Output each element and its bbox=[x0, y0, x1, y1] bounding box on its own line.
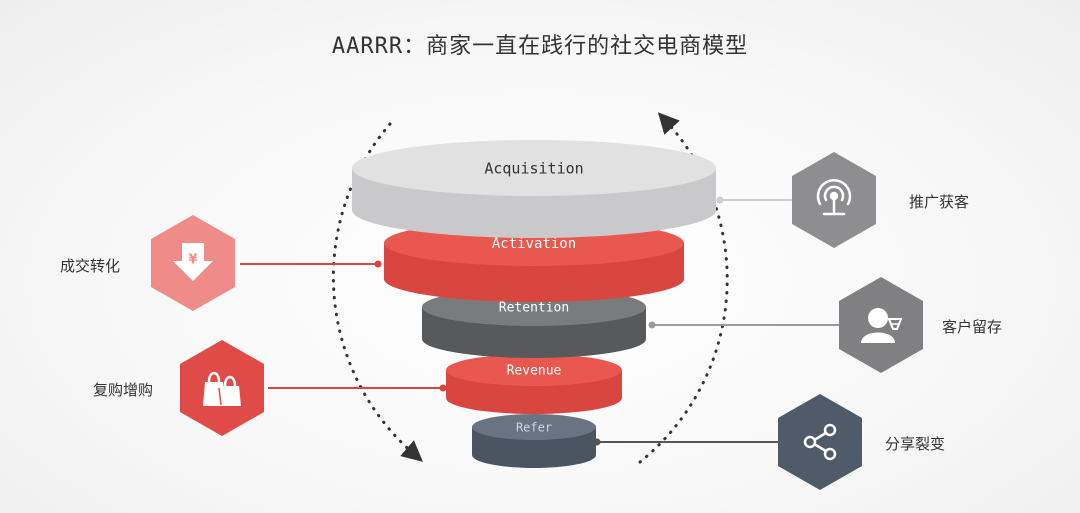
hex-acquire bbox=[792, 152, 876, 248]
label-acquire: 推广获客 bbox=[909, 193, 970, 211]
funnel: Refer Revenue Retention Activation Acquisiti… bbox=[352, 140, 716, 468]
funnel-layer-revenue: Revenue bbox=[446, 354, 622, 414]
funnel-layer-label: Revenue bbox=[507, 364, 562, 379]
label-share: 分享裂变 bbox=[885, 435, 946, 453]
connector-dot-retain bbox=[648, 321, 656, 329]
label-retain: 客户留存 bbox=[942, 318, 1003, 336]
connector-dot-acquire bbox=[716, 196, 724, 204]
label-repurchase: 复购增购 bbox=[93, 381, 154, 399]
hex-share bbox=[778, 394, 862, 490]
hex-repurchase bbox=[180, 340, 264, 436]
funnel-layer-label: Acquisition bbox=[484, 160, 583, 178]
shopping-bags-icon bbox=[203, 371, 241, 406]
page-title: AARRR：商家一直在践行的社交电商模型 bbox=[331, 34, 749, 59]
funnel-layer-label: Retention bbox=[499, 301, 569, 316]
connector-dot-repurchase bbox=[439, 384, 447, 392]
funnel-layer-acquisition: Acquisition bbox=[352, 140, 716, 238]
funnel-layer-label: Activation bbox=[492, 236, 576, 252]
funnel-layer-top bbox=[352, 140, 716, 196]
funnel-layer-label: Refer bbox=[516, 421, 552, 435]
svg-text:¥: ¥ bbox=[188, 253, 197, 268]
connector-dot-conversion bbox=[374, 260, 382, 268]
connectors bbox=[240, 196, 842, 446]
customer-service-icon bbox=[861, 308, 903, 343]
funnel-layer-top bbox=[472, 414, 596, 440]
funnel-layer-top bbox=[446, 354, 622, 386]
share-icon bbox=[803, 423, 837, 461]
hex-retain bbox=[839, 277, 923, 373]
yen-down-arrow-icon: ¥ bbox=[173, 243, 213, 281]
hex-shape bbox=[778, 394, 862, 490]
cycle-arc-left bbox=[331, 122, 423, 462]
label-conversion: 成交转化 bbox=[60, 257, 121, 275]
broadcast-antenna-icon bbox=[816, 179, 852, 216]
hex-conversion: ¥ bbox=[151, 215, 235, 311]
funnel-layer-refer: Refer bbox=[472, 414, 596, 468]
